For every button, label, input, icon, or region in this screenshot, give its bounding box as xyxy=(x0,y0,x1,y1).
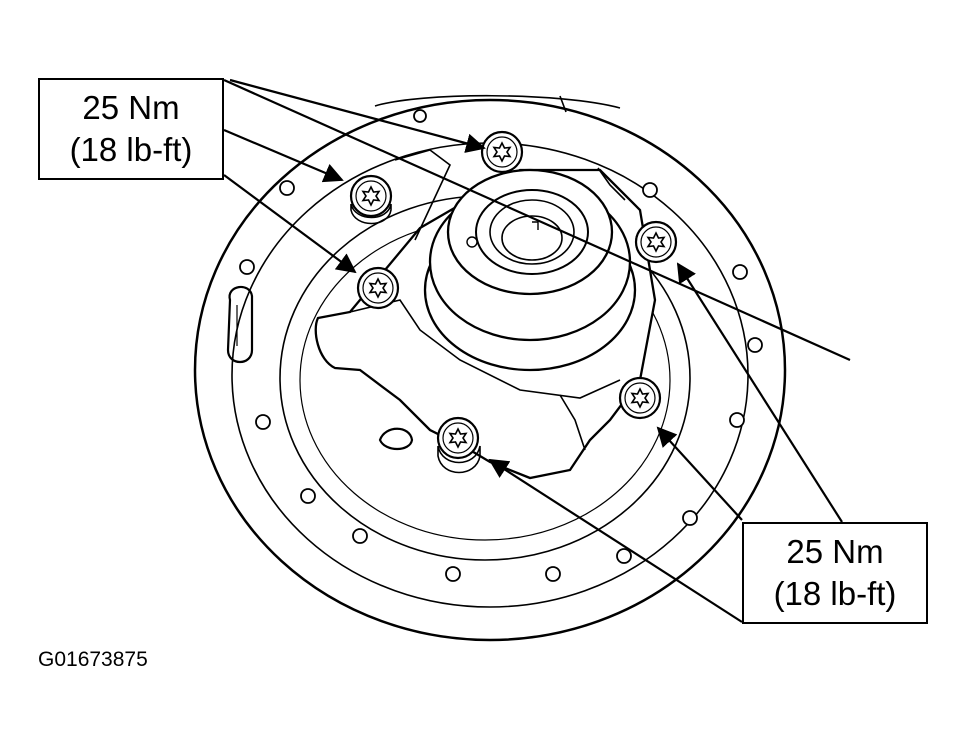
figure-id: G01673875 xyxy=(38,648,148,671)
bolt-5 xyxy=(618,376,662,420)
torque-value-imperial: (18 lb-ft) xyxy=(773,575,897,612)
torque-value-metric: 25 Nm xyxy=(82,89,180,126)
pump-slot xyxy=(226,286,414,451)
bolt-6 xyxy=(436,416,481,474)
torque-callout-bottom: 25 Nm (18 lb-ft) xyxy=(742,522,928,624)
bolt-holes xyxy=(239,109,763,582)
torque-callout-top: 25 Nm (18 lb-ft) xyxy=(38,78,224,180)
shaft-hub xyxy=(423,168,637,372)
leader-lines-top xyxy=(223,78,851,362)
leader-lines-bottom xyxy=(488,262,843,623)
bolt-2 xyxy=(356,266,400,310)
torque-value-imperial: (18 lb-ft) xyxy=(69,131,193,168)
bolt-3 xyxy=(480,130,524,174)
bolt-4 xyxy=(634,220,678,264)
bolt-1 xyxy=(349,174,393,225)
torque-value-metric: 25 Nm xyxy=(786,533,884,570)
